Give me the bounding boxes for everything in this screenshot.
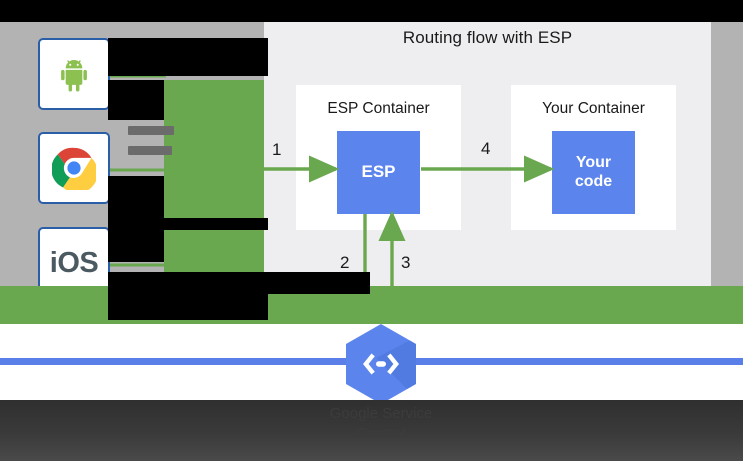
occlusion-2 xyxy=(108,80,164,120)
chrome-icon xyxy=(52,147,96,190)
esp-node: ESP xyxy=(337,131,420,214)
step-number-2: 2 xyxy=(340,253,350,272)
service-control-caption: Google Service Control xyxy=(276,404,486,445)
bottom-dark-bar xyxy=(0,400,743,461)
occlusion-6 xyxy=(108,272,268,320)
occlusion-3 xyxy=(108,176,164,218)
top-black-bar xyxy=(0,0,743,22)
client-card-chrome xyxy=(38,132,110,204)
step-number-4: 4 xyxy=(481,139,491,158)
right-gray-background xyxy=(711,22,743,286)
step-number-3: 3 xyxy=(401,253,411,272)
your-code-line1: Your xyxy=(575,153,612,171)
occlusion-4 xyxy=(108,218,268,230)
esp-container-label: ESP Container xyxy=(327,100,430,117)
occlusion-5 xyxy=(108,230,164,262)
occlusion-7 xyxy=(264,272,370,294)
service-control-logo xyxy=(336,322,426,406)
your-code-line2: code xyxy=(574,172,613,190)
diagram-title: Routing flow with ESP xyxy=(402,28,573,47)
step-number-1: 1 xyxy=(272,140,282,159)
your-container-label: Your Container xyxy=(542,100,645,117)
ios-label: iOS xyxy=(49,246,99,279)
google-service-control-hexagon-icon xyxy=(346,324,416,404)
obscured-text-2 xyxy=(130,128,158,135)
occlusion-1 xyxy=(108,38,268,76)
obscured-text-3 xyxy=(128,146,172,155)
service-caption-line1: Google Service xyxy=(329,405,433,422)
service-caption-line2: Control xyxy=(356,425,406,443)
your-code-node: Your code xyxy=(552,131,635,214)
green-column-band xyxy=(164,80,264,295)
occlusion-bottom xyxy=(0,400,743,461)
android-icon xyxy=(61,60,87,92)
client-card-android xyxy=(38,38,110,110)
